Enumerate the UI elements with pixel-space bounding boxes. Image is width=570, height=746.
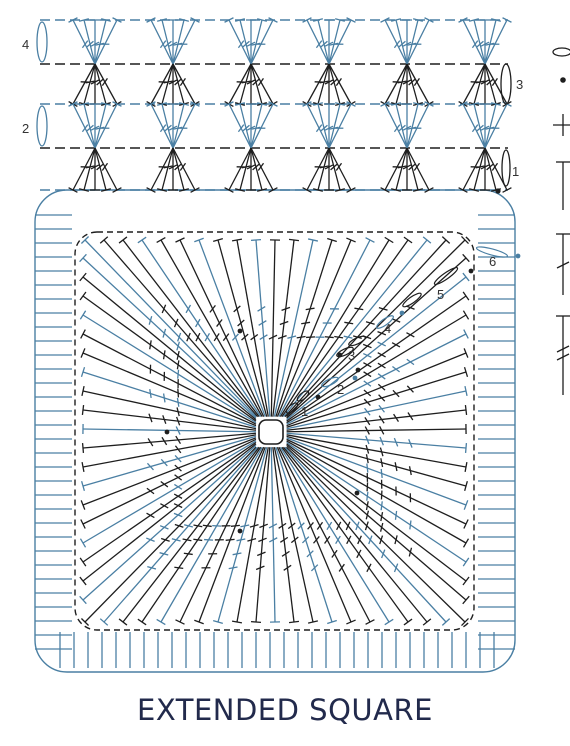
treble-crochet-symbol (556, 315, 570, 395)
radial-stitches (79, 235, 470, 627)
chain-symbol (552, 47, 570, 57)
top-rows (36, 17, 512, 194)
round-label-2: 2 (337, 382, 344, 397)
half-double-crochet-symbol (556, 161, 570, 210)
round-label-3: 3 (348, 348, 355, 363)
chain-trail (164, 246, 521, 534)
inner-round-border (74, 231, 475, 631)
double-crochet-symbol (556, 233, 570, 295)
row-label-3: 3 (516, 77, 523, 92)
slip-stitch-symbol (560, 77, 566, 83)
single-crochet-symbol (553, 114, 570, 136)
round-label-4: 4 (384, 321, 391, 336)
center-magic-ring (258, 419, 284, 445)
row-label-1: 1 (512, 164, 519, 179)
side-stitches (35, 214, 515, 668)
row-label-2: 2 (22, 121, 29, 136)
round-label-6: 6 (489, 254, 496, 269)
row-label-4: 4 (22, 37, 29, 52)
round-label-1: 1 (301, 404, 308, 419)
diagram-title: EXTENDED SQUARE (137, 693, 433, 727)
round-label-5: 5 (437, 287, 444, 302)
stitch-legend (552, 47, 570, 395)
